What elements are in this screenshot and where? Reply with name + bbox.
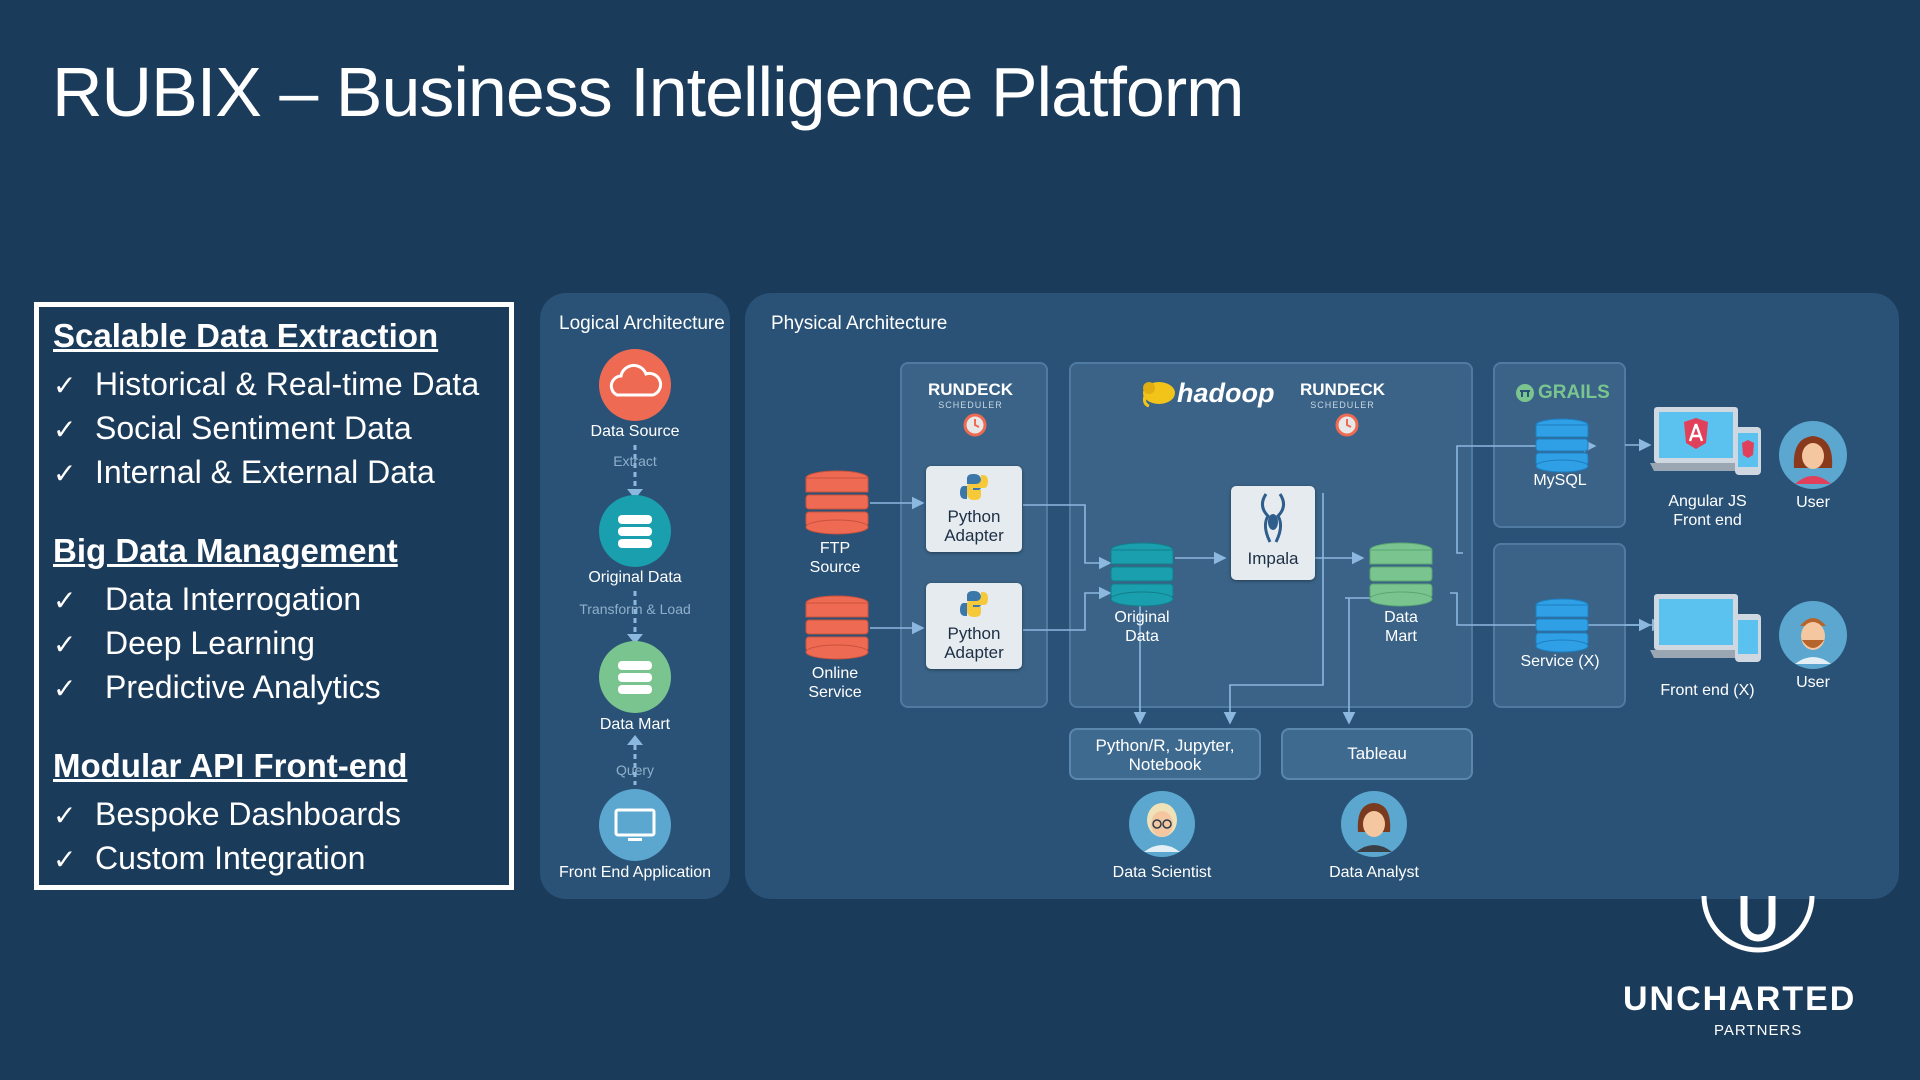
check-icon: ✓ xyxy=(53,414,77,445)
python-adapter-card: Python Adapter xyxy=(926,583,1022,669)
feature-item: ✓Historical & Real-time Data xyxy=(53,363,479,407)
database-icon-original-data xyxy=(1110,542,1174,607)
check-icon: ✓ xyxy=(53,629,77,660)
python-adapter-label: Python Adapter xyxy=(944,624,1004,662)
check-icon: ✓ xyxy=(53,370,77,401)
monitor-icon xyxy=(614,808,656,841)
node-label-data-source: Data Source xyxy=(590,423,680,440)
uncharted-logo-text: UNCHARTED xyxy=(1623,980,1857,1018)
page-title: RUBIX – Business Intelligence Platform xyxy=(52,53,1244,131)
feature-group-extraction: Scalable Data Extraction ✓Historical & R… xyxy=(53,317,479,495)
node-label-front-end-x: Front end (X) xyxy=(1660,682,1755,699)
python-adapter-label: Python Adapter xyxy=(944,507,1004,545)
features-box: Scalable Data Extraction ✓Historical & R… xyxy=(34,302,514,890)
edge-label-query: Query xyxy=(615,762,655,778)
edge-label-transform-load: Transform & Load xyxy=(579,601,691,617)
feature-item: ✓Internal & External Data xyxy=(53,451,479,495)
grails-logo-text: GRAILS xyxy=(1538,382,1610,403)
node-label-data-mart: Data Mart xyxy=(1384,609,1418,645)
node-label-original-data: Original Data xyxy=(588,569,682,586)
feature-heading: Modular API Front-end xyxy=(53,747,408,784)
check-icon: ✓ xyxy=(53,800,77,831)
feature-heading: Big Data Management xyxy=(53,532,398,569)
clock-icon xyxy=(963,413,987,437)
cloud-icon xyxy=(609,363,663,397)
check-icon: ✓ xyxy=(53,844,77,875)
database-icon-online xyxy=(805,595,869,660)
feature-group-bigdata: Big Data Management ✓Data Interrogation … xyxy=(53,532,398,710)
node-label-angular-front-end: Angular JS Front end xyxy=(1668,493,1747,529)
feature-heading: Scalable Data Extraction xyxy=(53,317,439,354)
feature-item: ✓Data Interrogation xyxy=(53,578,398,622)
node-label-front-end-application: Front End Application xyxy=(558,864,712,881)
clock-icon xyxy=(1335,413,1359,437)
physical-architecture-title: Physical Architecture xyxy=(771,313,948,334)
user-avatar-icon-female xyxy=(1779,421,1847,489)
python-icon xyxy=(960,474,988,500)
check-icon: ✓ xyxy=(53,458,77,489)
node-label-ftp-source: FTP Source xyxy=(809,540,861,576)
uncharted-logo-sub: PARTNERS xyxy=(1714,1022,1803,1039)
node-label-data-mart: Data Mart xyxy=(599,716,671,733)
arrow-head xyxy=(627,735,643,745)
feature-group-api: Modular API Front-end ✓Bespoke Dashboard… xyxy=(53,747,407,881)
logical-architecture-diagram xyxy=(599,349,671,861)
database-icon-mysql xyxy=(1535,418,1589,473)
feature-item: ✓Bespoke Dashboards xyxy=(53,793,407,837)
database-icon xyxy=(618,515,652,548)
database-icon xyxy=(618,661,652,694)
grails-icon xyxy=(1516,384,1534,402)
node-label-user: User xyxy=(1796,494,1830,511)
person-label-data-scientist: Data Scientist xyxy=(1112,864,1212,881)
monitor-icon-circle xyxy=(599,789,671,861)
feature-item: ✓Predictive Analytics xyxy=(53,666,398,710)
hadoop-logo-text: hadoop xyxy=(1177,378,1275,408)
python-icon xyxy=(960,591,988,617)
feature-item: ✓Deep Learning xyxy=(53,622,398,666)
impala-icon xyxy=(1261,493,1285,543)
python-adapter-card: Python Adapter xyxy=(926,466,1022,552)
data-scientist-avatar-icon xyxy=(1129,791,1195,857)
hadoop-elephant-icon xyxy=(1143,382,1175,408)
database-icon-ftp xyxy=(805,470,869,535)
laptop-phone-icon-frontend xyxy=(1650,594,1761,662)
cloud-icon-circle xyxy=(599,349,671,421)
user-avatar-icon-male xyxy=(1779,601,1847,669)
arrow-head xyxy=(627,489,643,499)
impala-card: Impala xyxy=(1231,486,1315,580)
person-label-data-analyst: Data Analyst xyxy=(1329,864,1419,881)
check-icon: ✓ xyxy=(53,673,77,704)
tool-tableau: Tableau xyxy=(1281,728,1473,780)
node-label-service: Service (X) xyxy=(1520,653,1600,670)
arrow-head xyxy=(627,634,643,644)
node-label-mysql: MySQL xyxy=(1533,472,1587,489)
uncharted-logo-icon xyxy=(1701,896,1815,953)
impala-label: Impala xyxy=(1247,549,1299,568)
laptop-phone-icon-angular xyxy=(1650,407,1761,475)
logical-architecture-title: Logical Architecture xyxy=(559,313,725,334)
feature-item: ✓Social Sentiment Data xyxy=(53,407,479,451)
feature-item: ✓Custom Integration xyxy=(53,837,407,881)
database-icon-service xyxy=(1535,598,1589,653)
check-icon: ✓ xyxy=(53,585,77,616)
data-analyst-avatar-icon xyxy=(1341,791,1407,857)
tool-python-jupyter: Python/R, Jupyter, Notebook xyxy=(1069,728,1261,780)
database-icon-data-mart xyxy=(1369,542,1433,607)
node-label-user: User xyxy=(1796,674,1830,691)
node-label-online-service: Online Service xyxy=(808,665,862,701)
edge-label-extract: Extract xyxy=(613,453,657,469)
node-label-original-data: Original Data xyxy=(1114,609,1170,645)
